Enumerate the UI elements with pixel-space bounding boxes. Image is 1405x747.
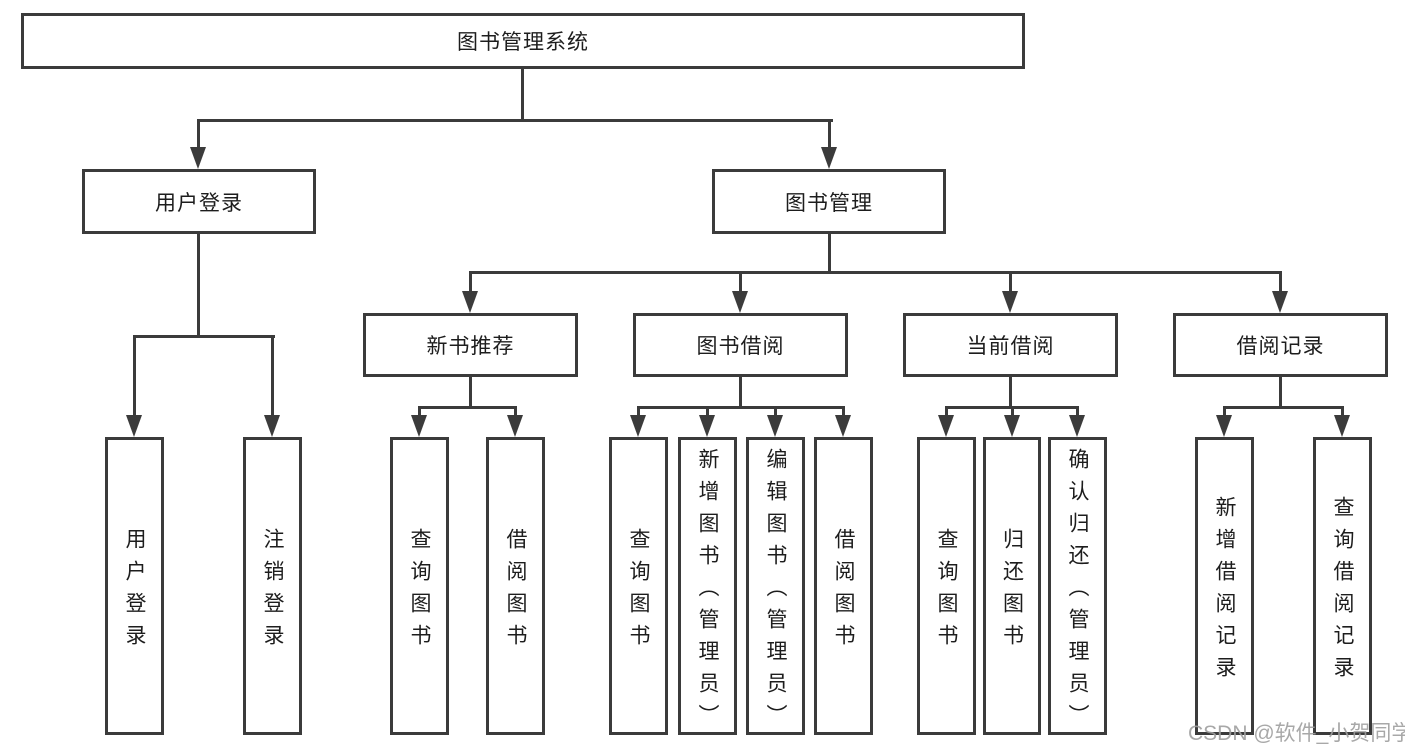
connector-new-book-crossbar <box>418 406 517 409</box>
arrowhead-book-borrowing <box>732 291 748 313</box>
connector-root-crossbar <box>197 119 833 122</box>
arrowhead-borrow-book <box>835 415 851 437</box>
arrowhead-query-recommend <box>411 415 427 437</box>
node-user-login-label: 用户登录 <box>155 191 243 215</box>
node-book-borrowing: 图书借阅 <box>633 313 848 377</box>
leaf-edit-book-admin: 编辑图书（管理员） <box>746 437 805 736</box>
arrowhead-return-book <box>1004 415 1020 437</box>
node-new-book-recommendation-label: 新书推荐 <box>426 335 515 358</box>
connector-borrowing-records-trunk <box>1279 377 1282 407</box>
connector-user-login-trunk <box>197 234 200 338</box>
node-borrowing-records-label: 借阅记录 <box>1236 335 1325 358</box>
node-root: 图书管理系统 <box>21 13 1025 69</box>
connector-book-borrowing-trunk <box>739 377 742 408</box>
arrowhead-new-book <box>462 291 478 313</box>
arrowhead-borrow-recommend <box>507 415 523 437</box>
arrowhead-query-borrow <box>630 415 646 437</box>
arrowhead-leaf-user-login <box>126 415 142 437</box>
node-borrowing-records: 借阅记录 <box>1173 313 1388 377</box>
connector-drop-query-current <box>945 406 948 417</box>
connector-drop-query-record <box>1341 406 1344 417</box>
arrowhead-book-management <box>821 147 837 169</box>
arrowhead-confirm-return <box>1069 415 1085 437</box>
leaf-borrow-books-recommend-label: 借阅图书 <box>504 527 527 656</box>
connector-drop-add-book <box>706 406 709 417</box>
arrowhead-query-record <box>1334 415 1350 437</box>
arrowhead-add-record <box>1216 415 1232 437</box>
connector-drop-leaf-logout <box>271 335 274 417</box>
connector-drop-borrowing-records <box>1279 271 1282 293</box>
leaf-logout-login: 注销登录 <box>243 437 302 735</box>
leaf-user-login: 用户登录 <box>105 437 164 735</box>
connector-drop-confirm-return <box>1076 406 1079 417</box>
arrowhead-current-borrowing <box>1002 291 1018 313</box>
leaf-add-book-admin: 新增图书（管理员） <box>678 437 737 736</box>
leaf-borrow-books-borrow: 借阅图书 <box>814 437 873 735</box>
node-root-label: 图书管理系统 <box>457 31 589 54</box>
arrowhead-borrowing-records <box>1272 291 1288 313</box>
leaf-edit-book-admin-label: 编辑图书（管理员） <box>764 447 787 736</box>
connector-drop-book-management <box>828 119 831 149</box>
node-current-borrowing: 当前借阅 <box>903 313 1118 377</box>
leaf-return-book-label: 归还图书 <box>1000 527 1024 656</box>
connector-book-management-crossbar <box>469 271 1282 274</box>
leaf-query-books-borrow-label: 查询图书 <box>627 527 650 656</box>
arrowhead-query-current <box>938 415 954 437</box>
connector-drop-add-record <box>1223 406 1226 417</box>
connector-drop-query-recommend <box>418 406 421 417</box>
connector-drop-book-borrowing <box>739 271 742 293</box>
leaf-query-borrow-record-label: 查询借阅记录 <box>1331 495 1354 688</box>
leaf-return-book: 归还图书 <box>983 437 1041 735</box>
leaf-query-borrow-record: 查询借阅记录 <box>1313 437 1372 735</box>
connector-drop-edit-book <box>774 406 777 417</box>
node-new-book-recommendation: 新书推荐 <box>363 313 578 377</box>
connector-borrowing-records-crossbar <box>1223 406 1344 409</box>
leaf-query-books-current: 查询图书 <box>917 437 976 735</box>
arrowhead-edit-book <box>767 415 783 437</box>
connector-root-trunk <box>521 68 524 121</box>
leaf-query-books-recommend-label: 查询图书 <box>408 527 431 656</box>
node-current-borrowing-label: 当前借阅 <box>966 335 1055 358</box>
leaf-query-books-borrow: 查询图书 <box>609 437 668 735</box>
connector-user-login-crossbar <box>133 335 275 338</box>
node-book-management-label: 图书管理 <box>785 191 873 215</box>
connector-book-management-trunk <box>828 234 831 274</box>
leaf-borrow-books-borrow-label: 借阅图书 <box>832 527 855 656</box>
arrowhead-add-book <box>699 415 715 437</box>
node-user-login: 用户登录 <box>82 169 316 234</box>
leaf-user-login-label: 用户登录 <box>123 527 146 656</box>
connector-book-borrowing-crossbar <box>637 406 845 409</box>
connector-new-book-trunk <box>469 377 472 408</box>
arrowhead-leaf-logout <box>264 415 280 437</box>
leaf-add-borrow-record-label: 新增借阅记录 <box>1213 495 1236 688</box>
connector-drop-leaf-user-login <box>133 335 136 417</box>
connector-drop-current-borrowing <box>1009 271 1012 293</box>
connector-current-borrowing-trunk <box>1009 377 1012 407</box>
leaf-query-books-current-label: 查询图书 <box>935 527 958 656</box>
csdn-watermark: CSDN @软件_小贺同学 <box>1188 722 1405 745</box>
connector-drop-borrow-recommend <box>514 406 517 417</box>
leaf-add-book-admin-label: 新增图书（管理员） <box>696 447 719 736</box>
node-book-management: 图书管理 <box>712 169 946 234</box>
leaf-add-borrow-record: 新增借阅记录 <box>1195 437 1254 735</box>
leaf-logout-login-label: 注销登录 <box>261 527 284 656</box>
connector-drop-new-book <box>469 271 472 293</box>
connector-drop-user-login <box>197 119 200 149</box>
arrowhead-user-login <box>190 147 206 169</box>
connector-drop-query-borrow <box>637 406 640 417</box>
leaf-confirm-return-admin: 确认归还（管理员） <box>1048 437 1107 736</box>
leaf-confirm-return-admin-label: 确认归还（管理员） <box>1066 447 1089 736</box>
connector-drop-return-book <box>1011 406 1014 417</box>
connector-drop-borrow-book <box>842 406 845 417</box>
node-book-borrowing-label: 图书借阅 <box>696 335 785 358</box>
leaf-query-books-recommend: 查询图书 <box>390 437 449 735</box>
leaf-borrow-books-recommend: 借阅图书 <box>486 437 545 735</box>
